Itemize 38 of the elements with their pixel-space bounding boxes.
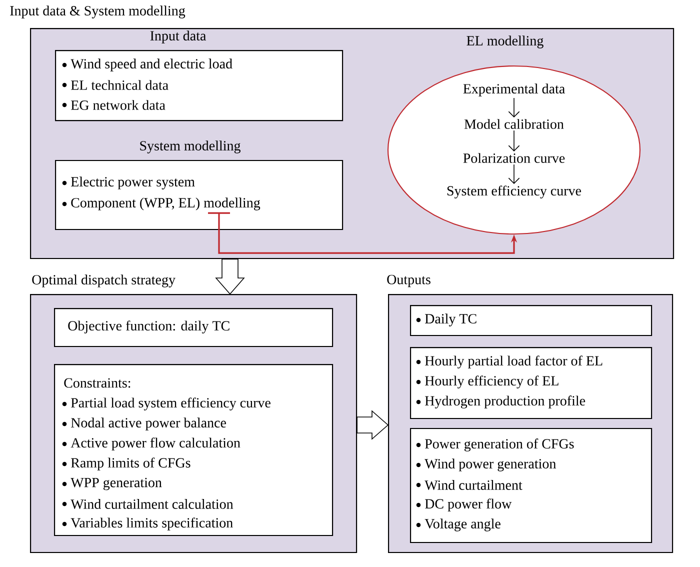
bullet-item: Wind speed and electric load <box>62 58 232 72</box>
panel-heading: Input data & System modelling <box>10 6 186 18</box>
bullet-item: DC power flow <box>416 498 512 512</box>
bullet-item: Partial load system efficiency curve <box>62 398 270 410</box>
bullet-item: Daily TC <box>416 314 476 326</box>
step-text: Model calibration <box>464 119 564 129</box>
bullet-item: Wind curtailment calculation <box>62 499 234 509</box>
bullet-item: Hydrogen production profile <box>416 396 586 408</box>
bullet-item: Nodal active power balance <box>62 418 226 430</box>
arrow <box>508 130 520 152</box>
bullet-item: Active power flow calculation <box>62 438 240 450</box>
box-heading: Constraints: <box>64 378 130 388</box>
panel-heading: Outputs <box>387 274 430 288</box>
bullet-item: Power generation of CFGs <box>416 438 574 452</box>
step-text: System efficiency curve <box>447 186 582 198</box>
bullet-item: Component (WPP, EL) modelling <box>62 198 260 210</box>
bullet-item: Variables limits specification <box>62 518 233 530</box>
box-text: Objective function: daily TC <box>68 320 230 334</box>
bullet-item: Electric power system <box>62 176 195 190</box>
bullet-item: Voltage angle <box>416 518 500 532</box>
ellipse-heading: EL modelling <box>466 36 544 48</box>
bullet-item: Hourly partial load factor of EL <box>416 356 602 368</box>
bullet-item: Hourly efficiency of EL <box>416 376 558 388</box>
bullet-item: Wind curtailment <box>416 480 522 490</box>
step-text: Experimental data <box>463 84 565 96</box>
box-heading: Input data <box>150 30 206 44</box>
block-arrow <box>356 410 389 440</box>
bullet-item: EL technical data <box>62 80 168 90</box>
arrow <box>508 98 520 118</box>
arrow <box>508 164 520 184</box>
panel-heading: Optimal dispatch strategy <box>32 274 176 288</box>
step-text: Polarization curve <box>463 153 565 163</box>
bullet-item: Wind power generation <box>416 458 556 472</box>
bullet-item: EG network data <box>62 100 166 110</box>
bullet-item: WPP generation <box>62 478 162 490</box>
block-arrow <box>215 258 245 295</box>
box-heading: System modelling <box>140 140 240 154</box>
bullet-item: Ramp limits of CFGs <box>62 458 190 470</box>
